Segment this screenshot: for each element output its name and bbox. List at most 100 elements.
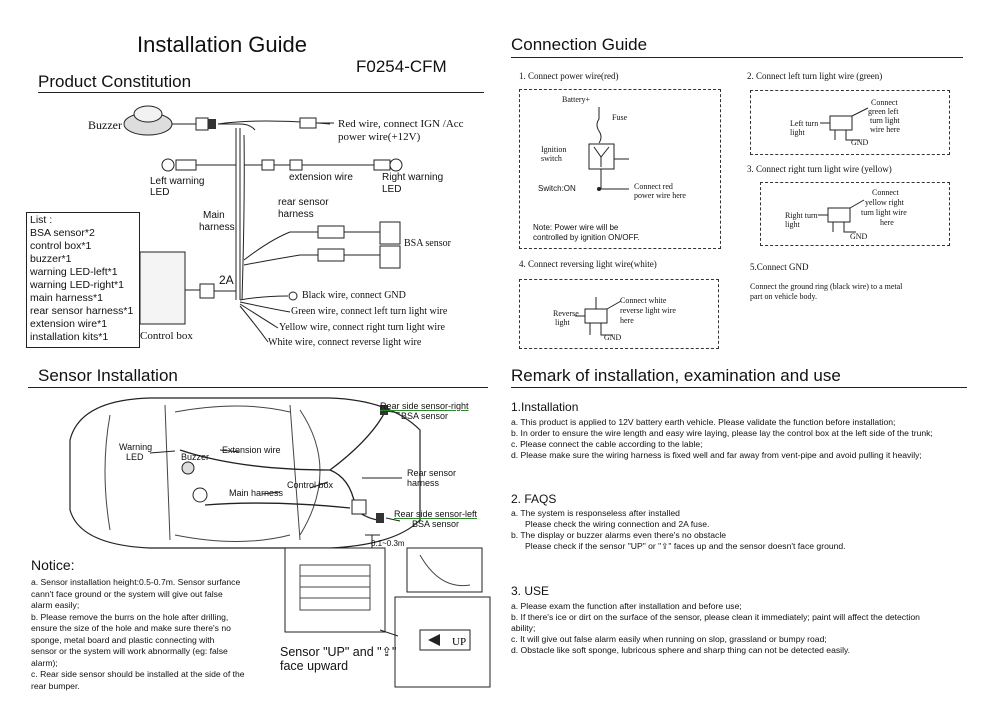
list-item: buzzer*1 xyxy=(30,253,72,265)
notice-line: sensor or the system will work abnormall… xyxy=(31,646,228,656)
list-item: rear sensor harness*1 xyxy=(30,305,134,317)
step5-text-2: part on vehicle body. xyxy=(750,292,818,301)
reverse-light-label-2: light xyxy=(555,318,570,327)
connect-yellow-label: Connect xyxy=(872,188,899,197)
notice-line: cann't face ground or the system will gi… xyxy=(31,588,223,599)
fuse-label: Fuse xyxy=(612,113,628,122)
fuse-2a-label: 2A xyxy=(219,273,234,287)
step4-diagram xyxy=(575,297,622,336)
bsa-sensor-2 xyxy=(379,245,401,269)
connect-white-label: Connect white xyxy=(620,296,667,305)
connect-red-label-2: power wire here xyxy=(634,191,686,200)
list-item: extension wire*1 xyxy=(30,318,108,330)
step5-text: Connect the ground ring (black wire) to … xyxy=(750,282,903,291)
installation-line: a. This product is applied to 12V batter… xyxy=(511,417,896,427)
connect-green-label-4: wire here xyxy=(870,125,900,134)
connect-green-label: Connect xyxy=(871,98,898,107)
main-harness-label-2: harness xyxy=(199,222,235,233)
reverse-light-label: Reverse xyxy=(553,309,579,318)
switch-on-label: Switch:ON xyxy=(538,184,576,193)
rear-right-sensor-label-2: BSA sensor xyxy=(401,411,449,421)
gnd-label: GND xyxy=(851,138,869,147)
yellow-wire-label: Yellow wire, connect right turn light wi… xyxy=(279,322,445,333)
rear-harness-car-label: Rear sensor xyxy=(407,468,457,478)
height-label: 0.1~0.3m xyxy=(371,539,405,548)
rear-left-sensor-label: Rear side sensor-left xyxy=(394,509,478,519)
use-line: a. Please exam the function after instal… xyxy=(511,601,742,611)
use-line: ability; xyxy=(511,623,536,633)
right-turn-label: Right turn xyxy=(785,211,818,220)
use-text: a. Please exam the function after instal… xyxy=(511,601,920,656)
connect-green-label-3: turn light xyxy=(870,116,900,125)
step1-diagram xyxy=(588,107,629,191)
main-harness-car-label: Main harness xyxy=(229,488,284,498)
control-box-shape xyxy=(139,251,186,325)
step1-note: Note: Power wire will be xyxy=(533,223,619,232)
faq-line: Please check if the sensor "UP" or "⇪" f… xyxy=(525,541,846,551)
control-box-label: Control box xyxy=(140,330,193,342)
installation-heading: 1.Installation xyxy=(511,400,579,414)
section-divider xyxy=(511,57,963,58)
sensor-up-label: Sensor "UP" and "⇪" xyxy=(280,645,397,659)
connect-yellow-label-3: turn light wire xyxy=(861,208,907,217)
notice-line: b. Please remove the burrs on the hole a… xyxy=(31,611,229,622)
list-item: warning LED-right*1 xyxy=(30,279,124,291)
notice-line: alarm easily; xyxy=(31,600,80,610)
bsa-sensor-label: BSA sensor xyxy=(404,238,451,249)
ignition-label-2: switch xyxy=(541,154,562,163)
faq-line: a. The system is responseless after inst… xyxy=(511,508,680,518)
list-item: BSA sensor*2 xyxy=(30,227,95,239)
rear-left-sensor-label-2: BSA sensor xyxy=(412,519,460,529)
notice-line: a. Sensor installation height:0.5-0.7m. … xyxy=(31,577,241,587)
list-item: main harness*1 xyxy=(30,292,103,304)
connect-red-label: Connect red xyxy=(634,182,673,191)
installation-line: d. Please make sure the wiring harness i… xyxy=(511,450,922,460)
black-wire-label: Black wire, connect GND xyxy=(302,290,406,301)
rear-right-sensor-label: Rear side sensor-right xyxy=(380,401,469,411)
faqs-text: a. The system is responseless after inst… xyxy=(511,508,846,552)
section-divider xyxy=(511,387,967,388)
use-heading: 3. USE xyxy=(511,584,550,598)
connect-white-label-3: here xyxy=(620,316,634,325)
step3-diagram xyxy=(818,199,865,233)
notice-line: sponge, metal board and plastic connecti… xyxy=(31,634,215,645)
left-led-label: Left warning xyxy=(150,176,205,187)
step2-diagram xyxy=(820,107,869,141)
list-item: installation kits*1 xyxy=(30,331,109,343)
connection-guide-heading: Connection Guide xyxy=(511,35,648,54)
installation-line: b. In order to ensure the wire length an… xyxy=(511,428,933,438)
warning-led-label-2: LED xyxy=(126,452,144,462)
product-constitution-heading: Product Constitution xyxy=(38,72,192,91)
section-divider xyxy=(38,92,484,93)
connect-yellow-label-2: yellow right xyxy=(865,198,904,207)
left-led-label-2: LED xyxy=(150,187,170,198)
faqs-heading: 2. FAQS xyxy=(511,492,557,506)
ignition-label: Ignition xyxy=(541,145,567,154)
left-turn-label: Left turn xyxy=(790,119,819,128)
car-buzzer xyxy=(181,461,195,475)
rear-harness-label: rear sensor xyxy=(278,197,329,208)
car-diagram: UP xyxy=(69,397,491,688)
main-harness-label: Main xyxy=(203,210,225,221)
rear-harness-label-2: harness xyxy=(278,209,314,220)
connect-white-label-2: reverse light wire xyxy=(620,306,676,315)
list-item: List : xyxy=(30,214,53,226)
use-line: c. It will give out false alarm easily w… xyxy=(511,634,827,644)
notice-line: c. Rear side sensor should be installed … xyxy=(31,669,245,679)
buzzer-car-label: Buzzer xyxy=(181,452,210,462)
bsa-sensor-1 xyxy=(379,221,401,245)
notice-line: alarm); xyxy=(31,657,58,668)
list-item: control box*1 xyxy=(30,240,92,252)
battery-label: Battery+ xyxy=(562,95,591,104)
list-item: warning LED-left*1 xyxy=(30,266,118,278)
parts-list: List : BSA sensor*2 control box*1 buzzer… xyxy=(26,212,140,348)
step4-title: 4. Connect reversing light wire(white) xyxy=(519,259,657,269)
rear-harness-car-label-2: harness xyxy=(407,478,440,488)
connect-yellow-label-4: here xyxy=(880,218,894,227)
installation-text: a. This product is applied to 12V batter… xyxy=(511,417,933,461)
warning-led-label: Warning xyxy=(119,442,153,452)
installation-line: c. Please connect the cable according to… xyxy=(511,439,703,449)
page-title: Installation Guide xyxy=(137,32,307,57)
step2-title: 2. Connect left turn light wire (green) xyxy=(747,71,883,81)
notice-line: ensure the size of the hole and make sur… xyxy=(31,623,231,633)
